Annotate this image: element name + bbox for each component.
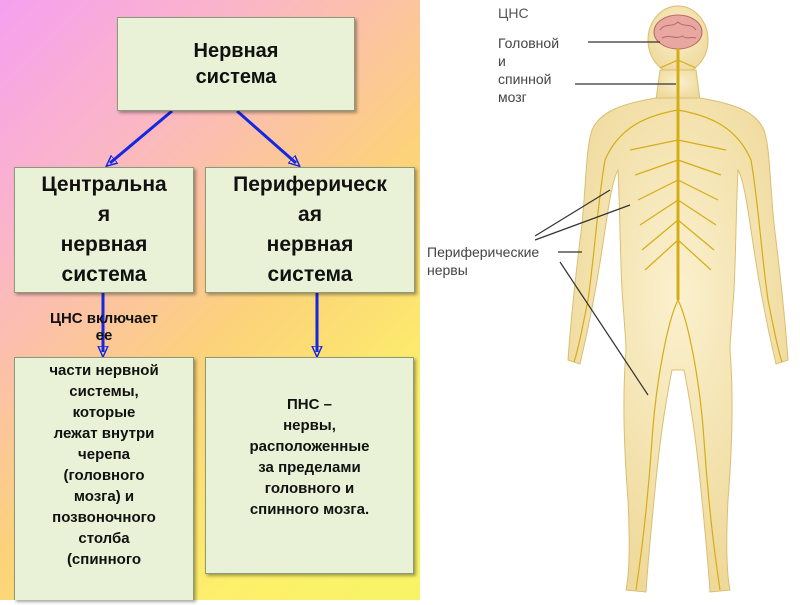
cns-label: ЦНС [498,5,529,21]
brain-label-line: спинной [498,71,552,87]
cns-detail-line: столба [78,530,130,547]
cns-detail-line: черепа [78,446,130,463]
brain-label-line: мозг [498,89,527,105]
pns-line: система [267,263,353,286]
cns-detail-line: системы, [69,383,139,400]
cns-line: Центральна [41,173,167,196]
brain-label-line: и [498,53,506,69]
nerve-network [573,48,783,591]
cns-detail-box: части нервной системы, которые лежат вну… [14,357,194,600]
brain-label: Головной и спинной мозг [498,34,559,106]
cns-detail-line: лежат внутри [53,425,155,442]
human-nervous-system-illustration: ЦНС Головной и спинной мозг Периферическ… [420,0,800,600]
cns-intro-tail: ее [95,327,113,344]
peripheral-label-line: нервы [427,262,468,278]
cns-line: нервная [60,233,148,256]
cns-line: я [97,203,111,226]
pns-detail-line: ПНС – [287,396,332,413]
arrow-root-to-cns [110,109,173,163]
cns-line: система [61,263,147,286]
peripheral-nerves-label: Периферические нервы [427,243,539,279]
pns-line: Периферическ [233,173,387,196]
pns-detail-line: головного и [264,480,355,497]
pns-detail-line: спинного мозга. [249,501,370,518]
pns-detail-line: нервы, [283,417,336,434]
pns-detail-line: расположенные [249,438,370,455]
label-pointers [534,41,676,396]
diagram-arrows [0,109,420,600]
peripheral-nervous-system-box: Периферическ ая нервная система [205,167,415,293]
cns-detail-line: части нервной [49,362,159,379]
pns-line: ая [298,203,322,226]
arrow-root-to-pns [236,109,296,163]
central-nervous-system-box: Центральна я нервная система [14,167,194,293]
root-line: Нервная [193,40,279,62]
brain-label-line: Головной [498,35,560,51]
cns-detail-line: (головного [63,467,145,484]
root-line: система [195,66,277,88]
pns-detail-line: за пределами [258,459,361,476]
pns-detail-box: ПНС – нервы, расположенные за пределами … [205,357,414,574]
cns-detail-line: которые [72,404,136,421]
pns-line: нервная [266,233,354,256]
cns-detail-line: (спинного [66,551,142,568]
cns-intro-text: ЦНС включает [49,310,158,327]
cns-detail-line: позвоночного [52,509,156,526]
brain-icon [653,14,703,50]
body-figure [534,5,789,593]
peripheral-label-line: Периферические [427,244,540,260]
cns-detail-line: мозга) и [73,488,135,505]
nervous-system-box: Нервная система [117,17,355,111]
